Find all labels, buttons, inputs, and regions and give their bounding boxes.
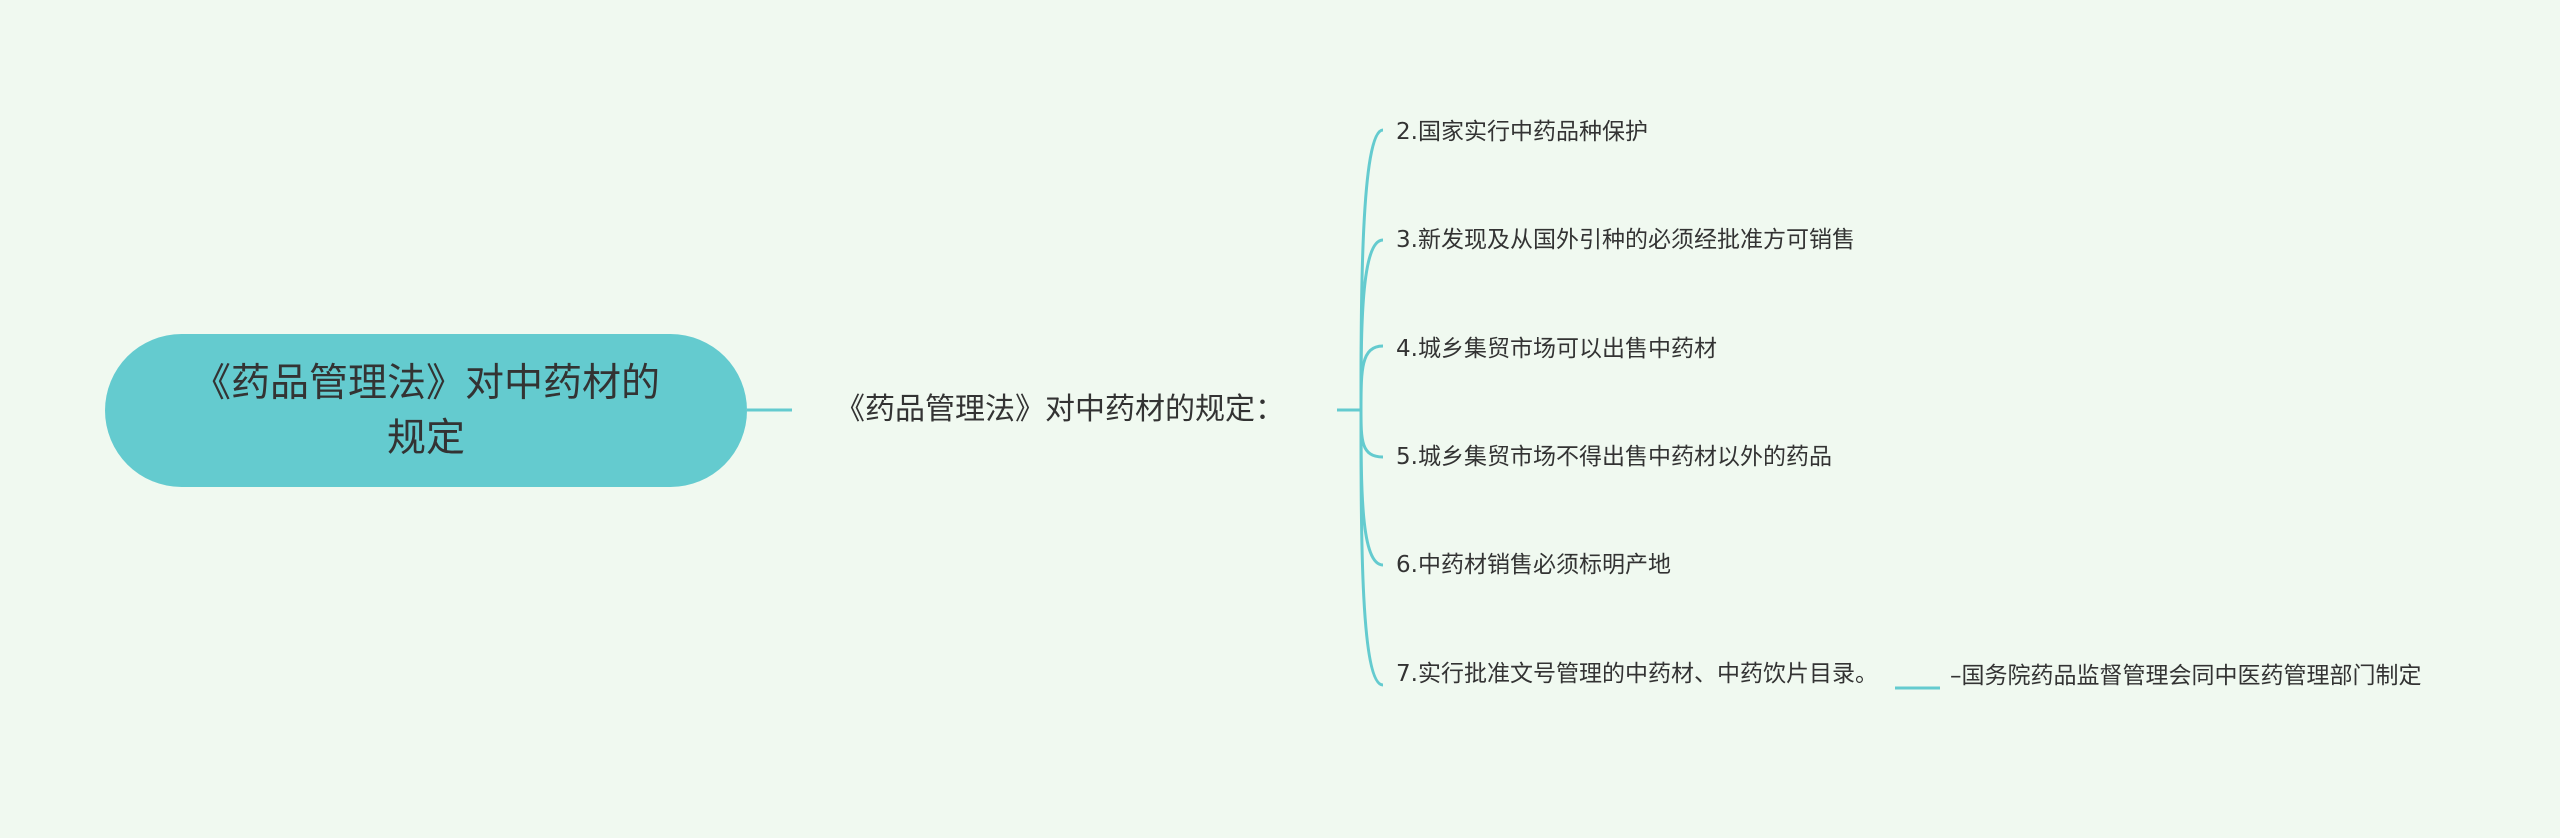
item-6-child-node[interactable]: –国务院药品监督管理会同中医药管理部门制定 xyxy=(1950,663,2422,689)
branch-line-item-5 xyxy=(1359,409,1384,567)
item-node-4[interactable]: 5.城乡集贸市场不得出售中药材以外的药品 xyxy=(1396,444,1832,470)
item-node-6[interactable]: 7.实行批准文号管理的中药材、中药饮片目录。 xyxy=(1396,661,1878,687)
branch-line-item-6 xyxy=(1359,409,1384,687)
item-node-3[interactable]: 4.城乡集贸市场可以出售中药材 xyxy=(1396,336,1717,362)
branch-line-item-4 xyxy=(1359,409,1384,459)
root-topic[interactable]: 《药品管理法》对中药材的规定 xyxy=(105,334,747,487)
root-topic-label: 《药品管理法》对中药材的规定 xyxy=(191,360,660,461)
item-node-2[interactable]: 3.新发现及从国外引种的必须经批准方可销售 xyxy=(1396,227,1855,253)
item-node-1[interactable]: 2.国家实行中药品种保护 xyxy=(1396,119,1648,145)
branch-line-item-2 xyxy=(1359,238,1384,411)
subtopic-node[interactable]: 《药品管理法》对中药材的规定： xyxy=(835,392,1285,427)
item-node-5[interactable]: 6.中药材销售必须标明产地 xyxy=(1396,552,1671,578)
branch-line-item-3 xyxy=(1359,344,1384,411)
